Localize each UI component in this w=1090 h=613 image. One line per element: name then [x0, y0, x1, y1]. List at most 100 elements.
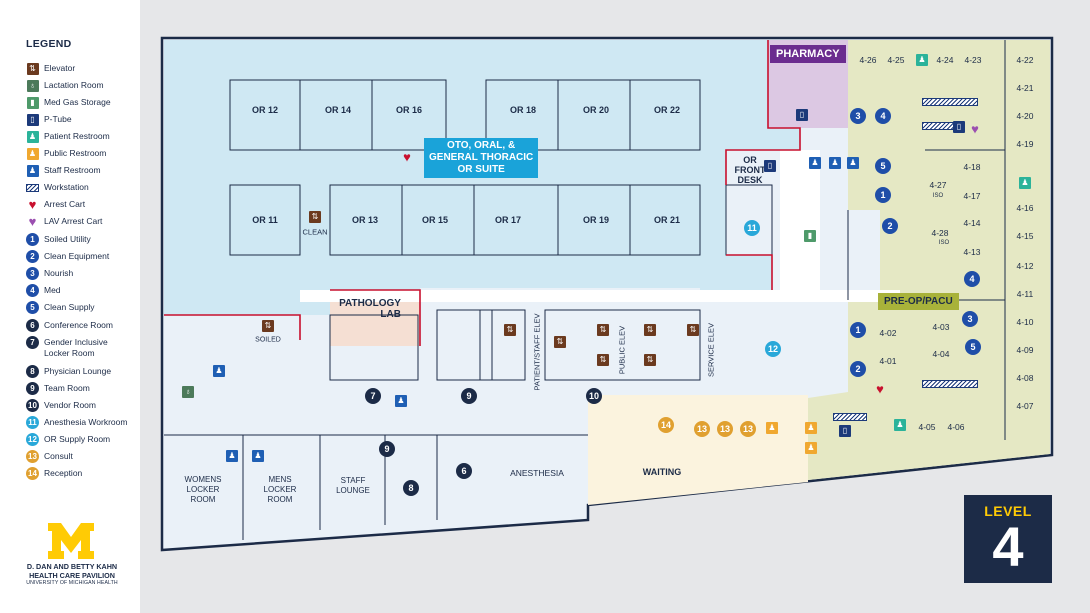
- marker-5-clean-supply: 5: [875, 158, 891, 174]
- front-desk-line2: FRONT: [734, 165, 766, 175]
- staff-restroom-icon: ♟: [26, 164, 39, 177]
- number-12-icon: 12: [26, 433, 39, 446]
- number-1-icon: 1: [26, 233, 39, 246]
- legend-item-label: Elevator: [44, 63, 76, 73]
- or-front-desk-label: OR FRONT DESK: [735, 155, 766, 185]
- or-room-label: OR 15: [421, 215, 449, 225]
- marker-11-anesthesia-workroom: 11: [744, 220, 760, 236]
- womens-line2: LOCKER: [186, 485, 220, 494]
- waiting-zone: [588, 395, 808, 505]
- elevator-icon: ⇅: [597, 354, 609, 366]
- workstation-hatch: [26, 183, 39, 192]
- lounge-line2: LOUNGE: [336, 486, 370, 495]
- legend-item: 6 Conference Room: [26, 319, 113, 334]
- number-3-icon: 3: [26, 267, 39, 280]
- level-number: 4: [992, 515, 1024, 578]
- or-suite-label-line3: OR SUITE: [457, 164, 505, 175]
- legend-item: ▮Med Gas Storage: [26, 96, 111, 111]
- marker-13-consult: 13: [740, 421, 756, 437]
- or-room-label: OR 13: [351, 215, 379, 225]
- legend-item: 14 Reception: [26, 467, 82, 482]
- legend-item-label: Gender Inclusive Locker Room: [44, 337, 108, 358]
- or-room-label: OR 22: [653, 105, 681, 115]
- bay-label: 4-22: [1016, 55, 1034, 65]
- bay-label: 4-03: [932, 322, 950, 332]
- number-glyph: 14: [26, 467, 39, 480]
- iso-bay-label: 4-27: [929, 180, 947, 190]
- marker-13-consult: 13: [717, 421, 733, 437]
- marker-5-clean-supply: 5: [965, 339, 981, 355]
- staff-restroom-icon: ♟: [847, 157, 859, 169]
- bay-label: 4-19: [1016, 139, 1034, 149]
- marker-8-physician-lounge: 8: [403, 480, 419, 496]
- legend-item-label: Conference Room: [44, 320, 113, 330]
- legend-item-label: Clean Equipment: [44, 251, 110, 261]
- bay-label: 4-04: [932, 349, 950, 359]
- pathology-lab-label: PATHOLOGY LAB: [339, 298, 401, 320]
- bay-label: 4-05: [918, 422, 936, 432]
- legend-item-label: Soiled Utility: [44, 234, 91, 244]
- legend-item-label: Reception: [44, 468, 83, 478]
- lactation-room-icon: ♁: [182, 386, 194, 398]
- or-room-label: OR 12: [251, 105, 279, 115]
- patient-staff-elev-label: PATIENT/STAFF ELEV: [532, 313, 542, 391]
- legend-item: ♁Lactation Room: [26, 79, 104, 94]
- preop-pacu-label: PRE-OP/PACU: [878, 293, 959, 310]
- legend-item: 7 Gender Inclusive Locker Room: [26, 336, 124, 358]
- mens-line1: MENS: [268, 475, 292, 484]
- public-restroom-icon: ♟: [26, 147, 39, 160]
- lounge-line1: STAFF: [340, 476, 366, 485]
- bay-label: 4-11: [1016, 289, 1034, 299]
- number-6-icon: 6: [26, 319, 39, 332]
- marker-1-soiled-utility: 1: [875, 187, 891, 203]
- service-elev-label: SERVICE ELEV: [706, 322, 716, 378]
- staff-restroom-icon: ♟: [213, 365, 225, 377]
- icon-glyph: ⇅: [26, 62, 39, 75]
- mens-line2: LOCKER: [263, 485, 297, 494]
- p-tube-icon: ▯: [839, 425, 851, 437]
- med-gas-storage-icon: ▮: [26, 96, 39, 109]
- bay-label: 4-18: [963, 162, 981, 172]
- legend-item: 3 Nourish: [26, 267, 73, 282]
- legend-item: ♟Patient Restroom: [26, 130, 110, 145]
- lav-arrest-cart-icon: ♥: [26, 215, 39, 228]
- staff-restroom-icon: ♟: [829, 157, 841, 169]
- or-room-grid: [229, 79, 773, 256]
- marker-14-reception: 14: [658, 417, 674, 433]
- iso-bay-label: 4-28: [931, 228, 949, 238]
- number-11-icon: 11: [26, 416, 39, 429]
- legend-item-label: Staff Restroom: [44, 165, 101, 175]
- workstation-icon: [922, 98, 978, 106]
- elevator-icon: ⇅: [504, 324, 516, 336]
- legend-item-label: LAV Arrest Cart: [44, 216, 103, 226]
- marker-4-med: 4: [964, 271, 980, 287]
- patient-restroom-icon: ♟: [916, 54, 928, 66]
- bay-label: 4-13: [963, 247, 981, 257]
- mens-line3: ROOM: [267, 495, 293, 504]
- number-glyph: 10: [26, 399, 39, 412]
- bay-label: 4-26: [859, 55, 877, 65]
- staff-restroom-icon: ♟: [226, 450, 238, 462]
- number-glyph: 8: [26, 365, 39, 378]
- icon-glyph: ▮: [26, 96, 39, 109]
- elevator-icon: ⇅: [687, 324, 699, 336]
- legend-item: 1 Soiled Utility: [26, 233, 91, 248]
- iso-tag: ISO: [932, 193, 944, 199]
- marker-3-nourish: 3: [962, 311, 978, 327]
- level-badge: LEVEL 4: [964, 495, 1052, 583]
- bay-label: 4-23: [964, 55, 982, 65]
- public-restroom-icon: ♟: [766, 422, 778, 434]
- staff-restroom-icon: ♟: [395, 395, 407, 407]
- pharmacy-label: PHARMACY: [770, 45, 846, 63]
- bay-label: 4-20: [1016, 111, 1034, 121]
- number-glyph: 7: [26, 336, 39, 349]
- legend-item-label: Nourish: [44, 268, 74, 278]
- waiting-label: WAITING: [642, 467, 682, 477]
- number-glyph: 12: [26, 433, 39, 446]
- staff-lounge-label: STAFF LOUNGE: [336, 476, 370, 496]
